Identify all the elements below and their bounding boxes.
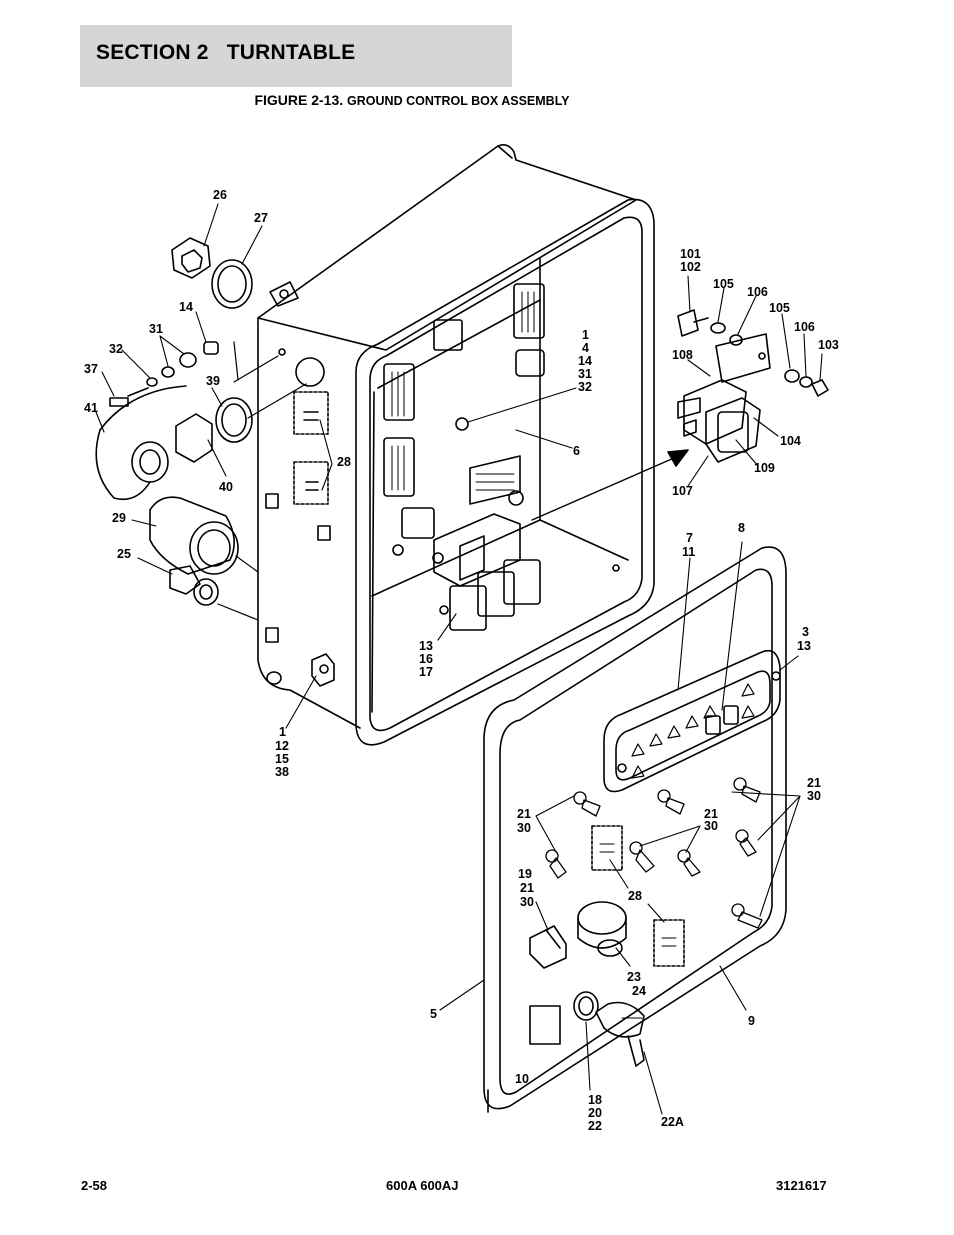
callout-32-interior: 32 <box>578 380 592 394</box>
left-hardware <box>95 237 307 621</box>
callout-41: 41 <box>84 401 98 415</box>
callout-39: 39 <box>206 374 220 388</box>
figure-caption: FIGURE 2-13. GROUND CONTROL BOX ASSEMBLY <box>0 92 954 108</box>
footer-doc-number: 3121617 <box>776 1178 827 1193</box>
callout-109: 109 <box>754 461 775 475</box>
side-blocks <box>265 391 335 687</box>
callout-105-upper: 105 <box>713 277 734 291</box>
callout-21-left: 21 <box>517 807 531 821</box>
callout-9: 9 <box>748 1014 755 1028</box>
leader-lines <box>95 203 823 729</box>
callout-30-left: 30 <box>517 821 531 835</box>
right-switch-assembly <box>531 309 829 521</box>
callout-103: 103 <box>818 338 839 352</box>
door-panel <box>439 541 801 1115</box>
callout-13-panel: 13 <box>797 639 811 653</box>
callout-28-box: 28 <box>337 455 351 469</box>
callout-3: 3 <box>802 625 809 639</box>
callout-37: 37 <box>84 362 98 376</box>
callout-22: 22 <box>588 1119 602 1133</box>
callout-21-keyed: 21 <box>520 881 534 895</box>
callout-22A: 22A <box>661 1115 684 1129</box>
figure-number: FIGURE 2-13. <box>254 92 344 108</box>
callout-13-relays: 13 <box>419 639 433 653</box>
callout-12: 12 <box>275 739 289 753</box>
callout-30-mid: 30 <box>704 819 718 833</box>
callout-15: 15 <box>275 752 289 766</box>
callout-107: 107 <box>672 484 693 498</box>
callout-16: 16 <box>419 652 433 666</box>
callout-25: 25 <box>117 547 131 561</box>
callout-101: 101 <box>680 247 701 261</box>
callout-30-right: 30 <box>807 789 821 803</box>
callout-105-lower: 105 <box>769 301 790 315</box>
callout-31-interior: 31 <box>578 367 592 381</box>
callout-21-mid: 21 <box>704 807 718 821</box>
callout-1-side: 1 <box>279 725 286 739</box>
callout-20: 20 <box>588 1106 602 1120</box>
callout-106-upper: 106 <box>747 285 768 299</box>
callout-108: 108 <box>672 348 693 362</box>
callout-17: 17 <box>419 665 433 679</box>
callout-7: 7 <box>686 531 693 545</box>
callout-29: 29 <box>112 511 126 525</box>
callout-1-interior: 1 <box>582 328 589 342</box>
section-title: SECTION 2 TURNTABLE <box>96 41 356 64</box>
callout-14: 14 <box>179 300 193 314</box>
callout-18: 18 <box>588 1093 602 1107</box>
footer-model: 600A 600AJ <box>386 1178 459 1193</box>
callout-10: 10 <box>515 1072 529 1086</box>
callout-19: 19 <box>518 867 532 881</box>
figure-name: GROUND CONTROL BOX ASSEMBLY <box>347 94 570 108</box>
callout-32: 32 <box>109 342 123 356</box>
callout-26: 26 <box>213 188 227 202</box>
callout-24: 24 <box>632 984 646 998</box>
callout-8: 8 <box>738 521 745 535</box>
callout-106-lower: 106 <box>794 320 815 334</box>
callout-21-right: 21 <box>807 776 821 790</box>
callout-38: 38 <box>275 765 289 779</box>
callout-31: 31 <box>149 322 163 336</box>
callout-11: 11 <box>682 545 695 559</box>
section-banner: SECTION 2 TURNTABLE <box>80 25 512 87</box>
callout-28-panel: 28 <box>628 889 642 903</box>
callout-30-keyed: 30 <box>520 895 534 909</box>
enclosure-box <box>257 144 655 746</box>
interior-components <box>383 283 620 631</box>
callout-5: 5 <box>430 1007 437 1021</box>
footer-page-number: 2-58 <box>81 1178 108 1193</box>
callout-104: 104 <box>780 434 801 448</box>
callout-14-interior: 14 <box>578 354 592 368</box>
callout-102: 102 <box>680 260 701 274</box>
callout-6: 6 <box>573 444 580 458</box>
callout-27: 27 <box>254 211 268 225</box>
callout-23: 23 <box>627 970 641 984</box>
callout-40: 40 <box>219 480 233 494</box>
callout-4: 4 <box>582 341 589 355</box>
